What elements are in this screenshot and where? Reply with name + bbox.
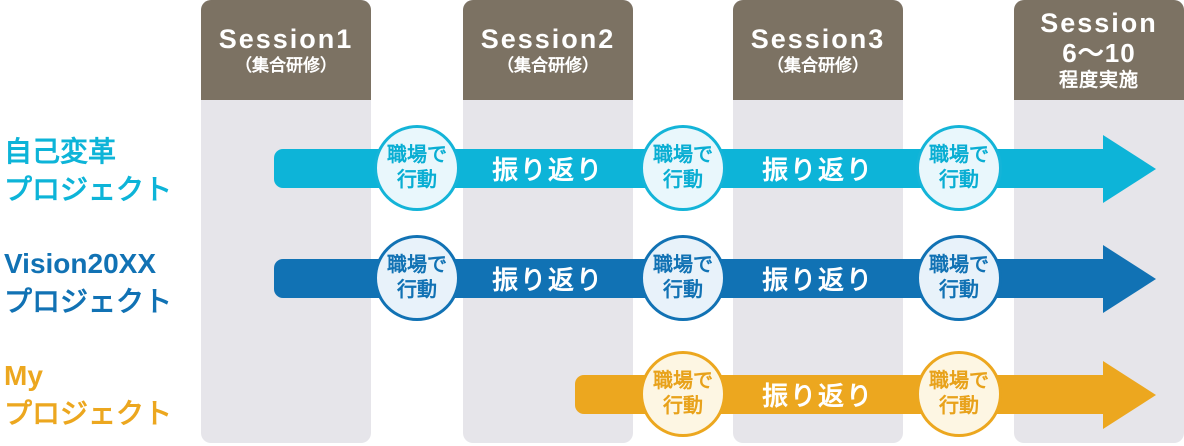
column-session2-header: Session2 （集合研修）	[463, 0, 633, 100]
column-subtitle-note: 程度実施	[1058, 69, 1139, 91]
row-label-my-project: My プロジェクト	[4, 357, 199, 433]
column-session3: Session3 （集合研修）	[733, 0, 903, 443]
column-title: Session1	[218, 23, 354, 54]
column-session3-header: Session3 （集合研修）	[733, 0, 903, 100]
badge-line1: 職場で	[929, 254, 989, 276]
workplace-action-badge: 職場で 行動	[640, 351, 726, 437]
column-title: Session	[1040, 7, 1158, 38]
badge-line1: 職場で	[653, 254, 713, 276]
column-session2: Session2 （集合研修）	[463, 0, 633, 443]
row-label-vision20xx-project: Vision20XX プロジェクト	[4, 245, 199, 321]
workplace-action-badge: 職場で 行動	[374, 125, 460, 211]
column-subtitle: （集合研修）	[497, 55, 599, 75]
row-label-line1: Vision20XX	[4, 248, 157, 279]
arrow-head-icon	[1103, 360, 1156, 429]
reflection-label: 振り返り	[761, 265, 874, 295]
row-label-line2: プロジェクト	[4, 286, 173, 317]
workplace-action-badge: 職場で 行動	[916, 125, 1002, 211]
column-subtitle: （集合研修）	[767, 55, 869, 75]
row-label-line1: My	[4, 360, 43, 391]
badge-line2: 行動	[397, 279, 437, 301]
badge-line2: 行動	[939, 279, 979, 301]
row-label-line2: プロジェクト	[4, 398, 173, 429]
column-title: Session3	[750, 23, 886, 54]
row-label-line2: プロジェクト	[4, 174, 173, 205]
badge-line2: 行動	[397, 169, 437, 191]
reflection-label: 振り返り	[761, 381, 874, 411]
column-session6-10-header: Session 6～10 程度実施	[1014, 0, 1184, 100]
column-session1: Session1 （集合研修）	[201, 0, 371, 443]
column-session1-header: Session1 （集合研修）	[201, 0, 371, 100]
reflection-label: 振り返り	[491, 155, 604, 185]
badge-line1: 職場で	[653, 370, 713, 392]
workplace-action-badge: 職場で 行動	[640, 235, 726, 321]
reflection-label: 振り返り	[491, 265, 604, 295]
row-label-self-transformation-project: 自己変革 プロジェクト	[4, 133, 199, 209]
badge-line2: 行動	[663, 169, 703, 191]
column-subtitle: （集合研修）	[235, 55, 337, 75]
badge-line1: 職場で	[929, 370, 989, 392]
badge-line2: 行動	[663, 395, 703, 417]
badge-line1: 職場で	[653, 144, 713, 166]
workplace-action-badge: 職場で 行動	[916, 351, 1002, 437]
column-title: Session2	[480, 23, 616, 54]
arrow-head-icon	[1103, 134, 1156, 203]
column-subtitle-range: 6～10	[1062, 37, 1136, 68]
badge-line1: 職場で	[929, 144, 989, 166]
workplace-action-badge: 職場で 行動	[374, 235, 460, 321]
row-label-line1: 自己変革	[4, 136, 117, 167]
badge-line2: 行動	[939, 395, 979, 417]
badge-line1: 職場で	[387, 144, 447, 166]
arrow-head-icon	[1103, 244, 1156, 313]
workplace-action-badge: 職場で 行動	[916, 235, 1002, 321]
reflection-label: 振り返り	[761, 155, 874, 185]
badge-line2: 行動	[939, 169, 979, 191]
badge-line1: 職場で	[387, 254, 447, 276]
workplace-action-badge: 職場で 行動	[640, 125, 726, 211]
badge-line2: 行動	[663, 279, 703, 301]
